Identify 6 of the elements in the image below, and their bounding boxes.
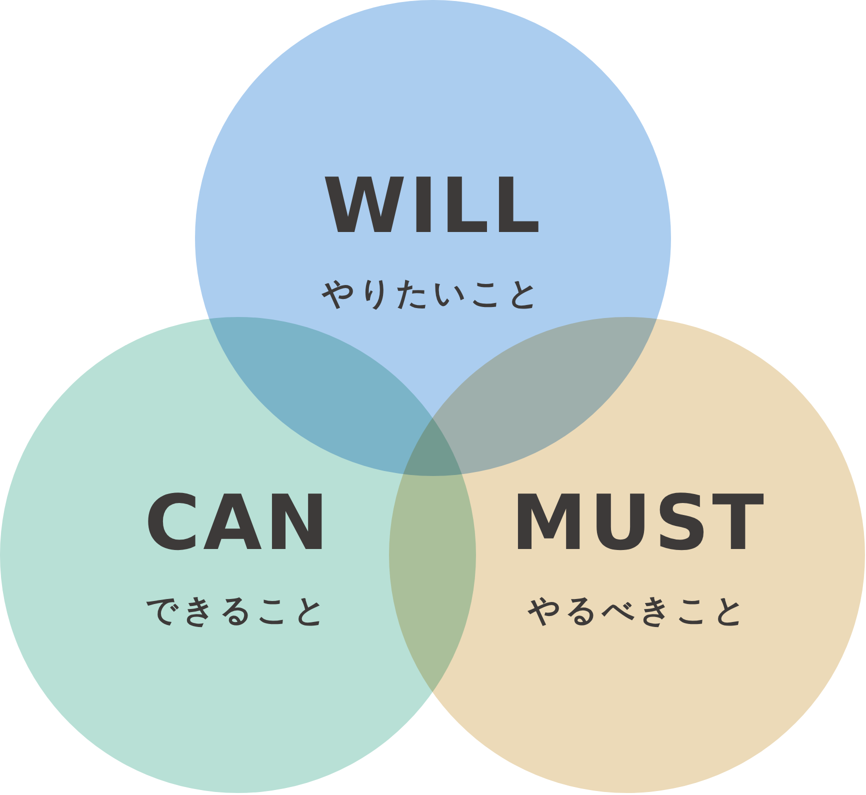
circle-subtitle: できること [146,591,330,630]
circle-subtitle: やりたいこと [322,274,544,312]
circle-subtitle: やるべきこと [528,591,750,630]
circle-title: MUST [511,485,767,561]
circle-title: WILL [322,168,544,244]
circle-title: CAN [144,485,332,561]
